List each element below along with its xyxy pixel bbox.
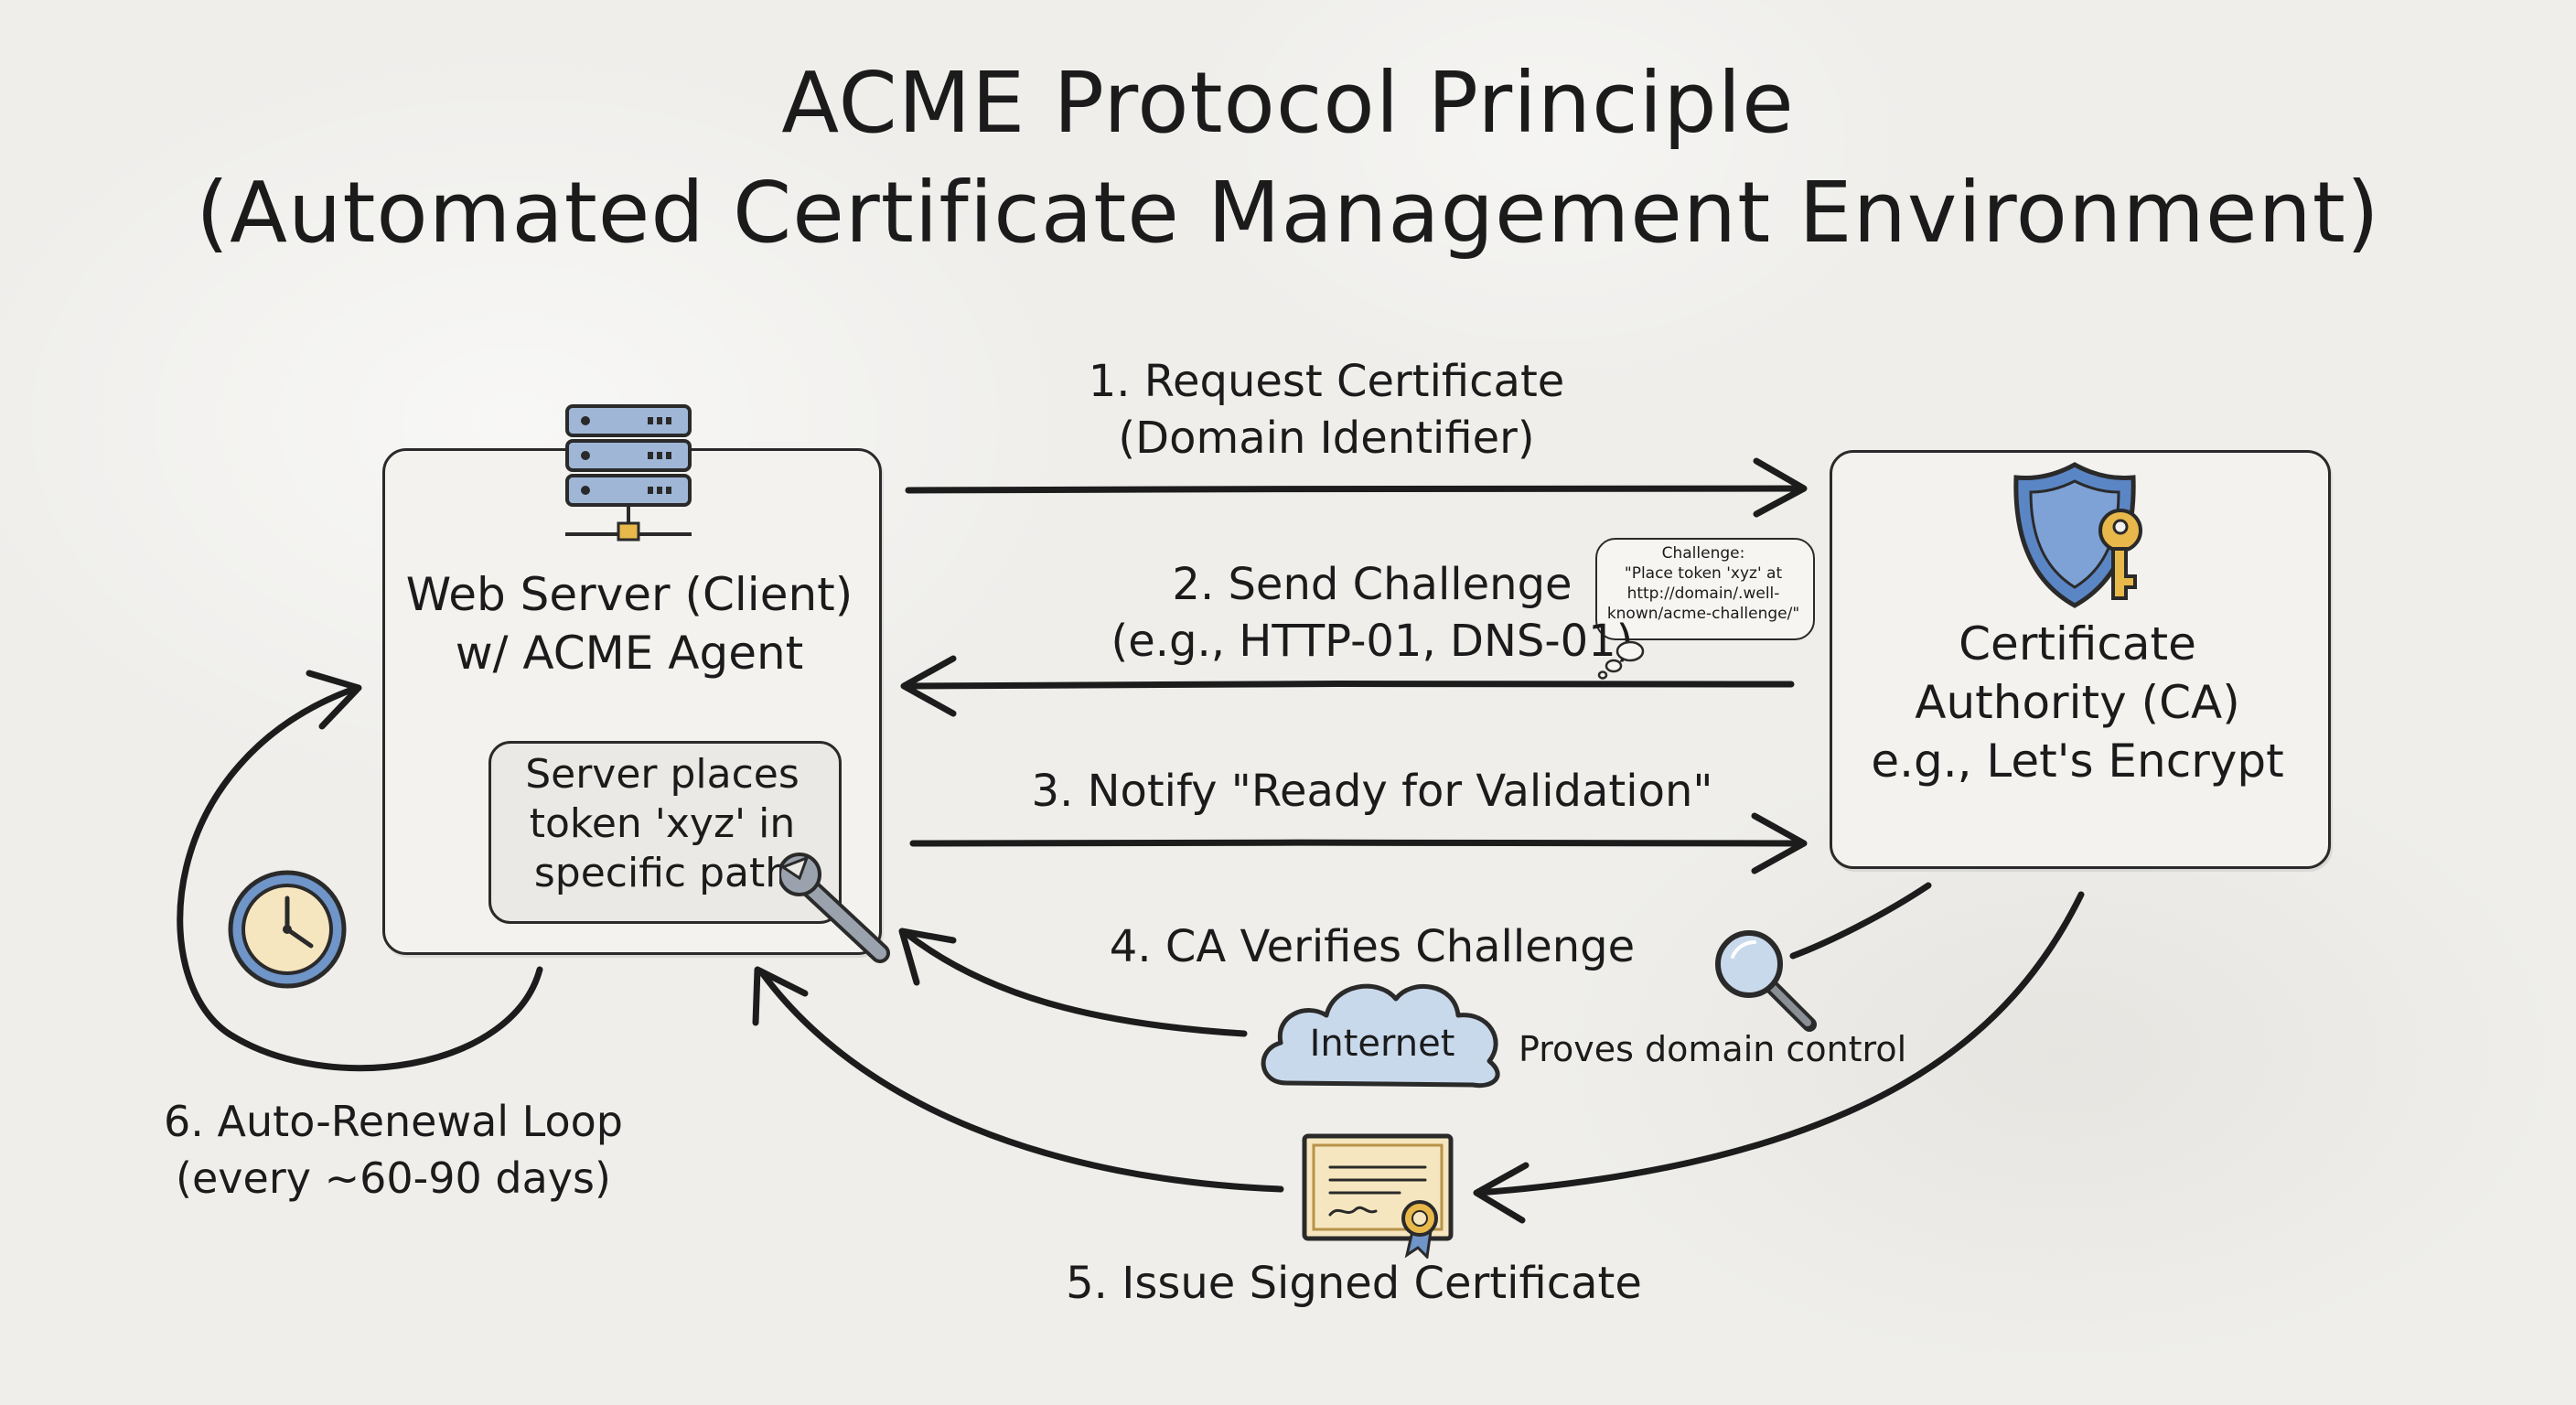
clock-icon (228, 870, 347, 989)
token-label-3: specific path (533, 850, 791, 896)
step-3-label: 3. Notify "Ready for Validation" (1031, 766, 1713, 817)
arrow-verify-challenge (902, 929, 1248, 1037)
server-icon (565, 404, 692, 542)
token-label-1: Server places (525, 751, 800, 798)
step-1-label: 1. Request Certificate (1088, 356, 1565, 407)
cloud-icon (1261, 983, 1500, 1089)
wrench-icon (779, 853, 890, 963)
step-2-sublabel: (e.g., HTTP-01, DNS-01) (1111, 616, 1634, 667)
arrow-certificate-to-client (757, 968, 1284, 1193)
web-server-label-2: w/ ACME Agent (455, 627, 804, 680)
step-4-label: 4. CA Verifies Challenge (1109, 921, 1636, 972)
certificate-icon (1302, 1133, 1454, 1259)
token-label-2: token 'xyz' in (529, 800, 796, 847)
ca-label-2: Authority (CA) (1915, 676, 2240, 729)
ca-label-3: e.g., Let's Encrypt (1871, 735, 2284, 788)
title-line-2: (Automated Certificate Management Enviro… (196, 164, 2380, 262)
step-5-label: 5. Issue Signed Certificate (1066, 1258, 1642, 1309)
arrow-notify-ready (909, 839, 1804, 847)
step-6-label: 6. Auto-Renewal Loop (164, 1097, 623, 1146)
challenge-line-1: Challenge: (1661, 544, 1745, 563)
internet-label: Internet (1309, 1023, 1455, 1065)
challenge-line-3: http://domain/.well- (1626, 585, 1780, 603)
magnifier-icon (1715, 930, 1817, 1032)
arrow-send-challenge (902, 680, 1795, 690)
challenge-bubble (1595, 538, 1815, 640)
step-1-sublabel: (Domain Identifier) (1118, 413, 1535, 464)
arrow-issue-certificate (1475, 891, 2085, 1196)
shield-key-icon (2013, 462, 2142, 608)
ca-label-1: Certificate (1959, 617, 2196, 670)
step-6-sublabel: (every ~60-90 days) (176, 1153, 611, 1203)
token-placement-box (488, 741, 842, 924)
challenge-line-2: "Place token 'xyz' at (1624, 564, 1783, 583)
challenge-line-4: known/acme-challenge/" (1606, 605, 1800, 623)
arrow-request-certificate (905, 485, 1806, 494)
title-line-1: ACME Protocol Principle (781, 54, 1795, 152)
step-2-label: 2. Send Challenge (1172, 559, 1572, 610)
arrow-renewal-loop (177, 684, 543, 1072)
web-server-label-1: Web Server (Client) (405, 568, 853, 621)
proves-domain-label: Proves domain control (1519, 1029, 1907, 1069)
